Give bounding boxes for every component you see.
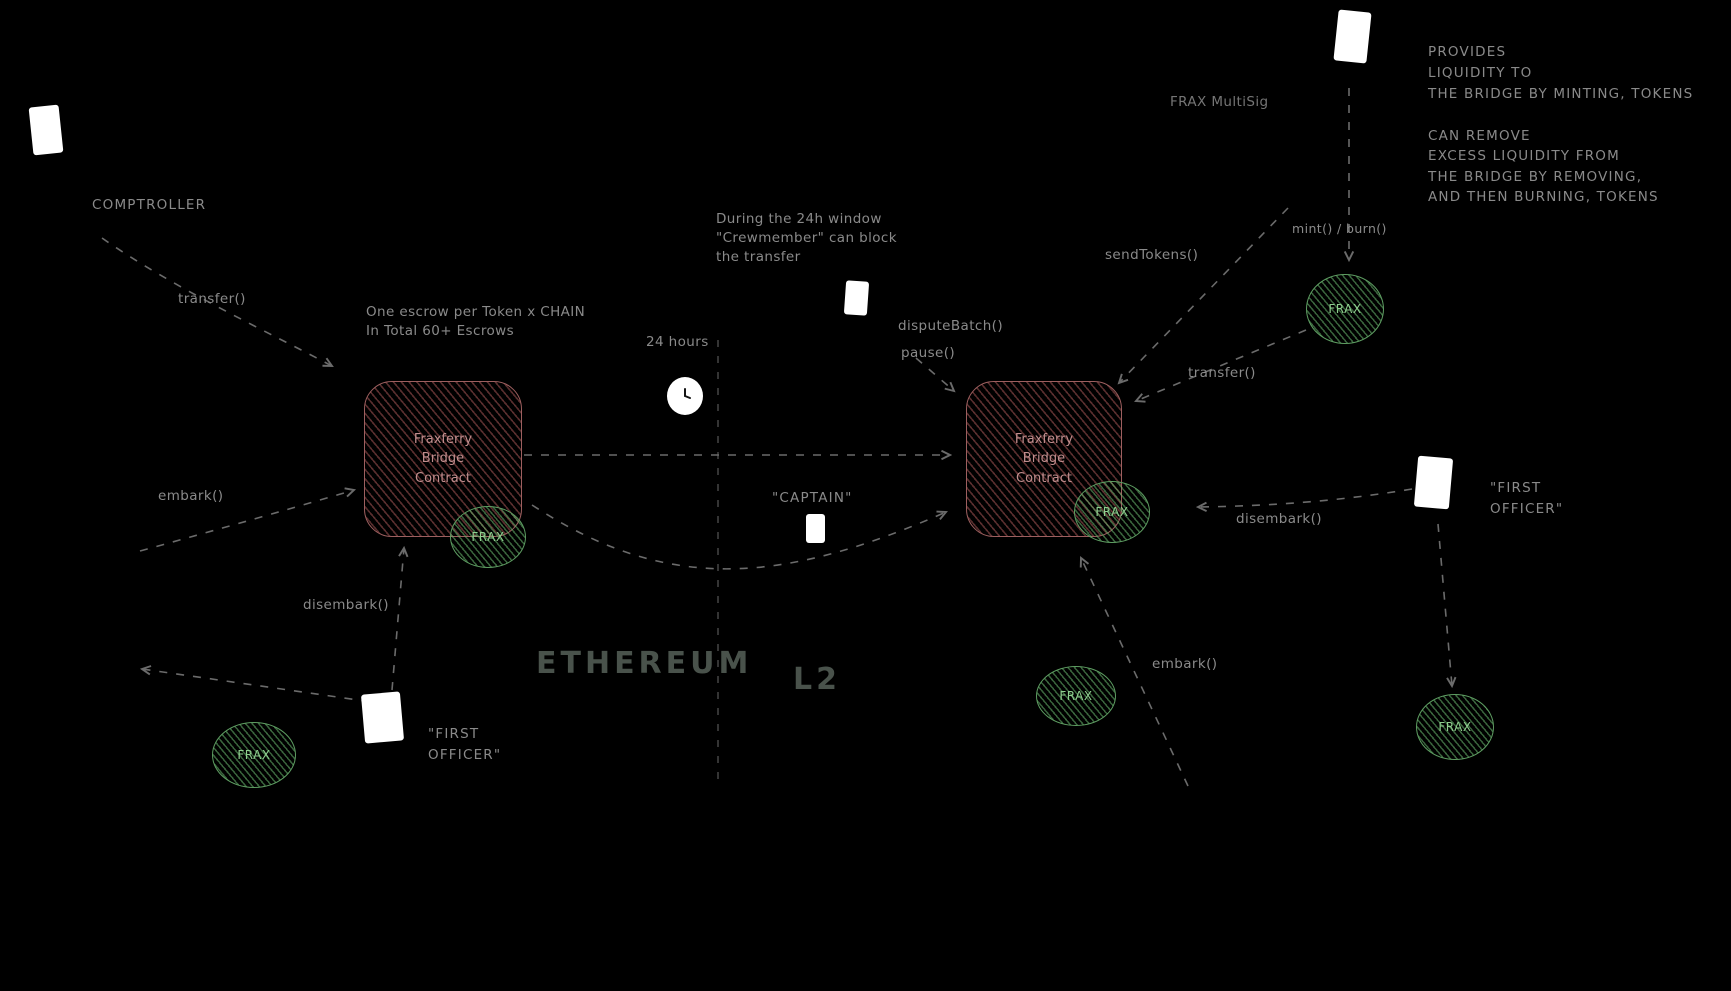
arrow-dispute-batch	[915, 357, 956, 393]
disembark-right-label: disembark()	[1236, 511, 1322, 527]
embark-left-label: embark()	[158, 488, 224, 504]
arrow-disembark-right	[1195, 488, 1413, 513]
clock-hands-icon	[675, 386, 695, 406]
can-remove-note: CAN REMOVE EXCESS LIQUIDITY FROM THE BRI…	[1428, 128, 1659, 205]
token-label: FRAX	[1438, 720, 1472, 734]
frax-multisig-label: FRAX MultiSig	[1170, 94, 1269, 110]
token-label: FRAX	[471, 530, 505, 544]
send-tokens-label: sendTokens()	[1105, 247, 1199, 263]
escrow-note: One escrow per Token x CHAIN In Total 60…	[366, 304, 586, 339]
embark-right-label: embark()	[1152, 656, 1218, 672]
arrow-captain-curve	[531, 504, 948, 570]
disembark-left-label: disembark()	[303, 597, 389, 613]
transfer-right-label: transfer()	[1188, 365, 1256, 381]
comptroller-label: COMPTROLLER	[92, 197, 207, 213]
token-bottom-left: FRAX	[212, 722, 296, 788]
mint-burn-label: mint() / burn()	[1292, 221, 1387, 236]
first-officer-right-person-icon	[1413, 455, 1454, 510]
crewmember-person-icon	[843, 280, 870, 316]
token-label: FRAX	[237, 748, 271, 762]
provides-liquidity-note: PROVIDES LIQUIDITY TO THE BRIDGE BY MINT…	[1428, 44, 1694, 102]
captain-label: "CAPTAIN"	[772, 490, 853, 506]
first-officer-left-person-icon	[360, 691, 405, 744]
pause-label: pause()	[901, 345, 956, 361]
arrow-first-officer-right	[1437, 523, 1457, 689]
clock-icon	[667, 377, 703, 415]
bridge-contract-right-label: Fraxferry Bridge Contract	[1014, 431, 1074, 486]
token-label: FRAX	[1095, 505, 1129, 519]
token-mid-bottom: FRAX	[1036, 666, 1116, 726]
first-officer-right-label: "FIRST OFFICER"	[1490, 480, 1564, 517]
section-ethereum-label: ETHEREUM	[536, 646, 753, 681]
arrow-disembark-left	[391, 545, 409, 691]
token-label: FRAX	[1328, 302, 1362, 316]
token-label: FRAX	[1059, 689, 1093, 703]
token-left-escrow: FRAX	[450, 506, 526, 568]
hours-label: 24 hours	[646, 334, 709, 350]
transfer-left-label: transfer()	[178, 291, 246, 307]
section-l2-label: L2	[793, 662, 841, 697]
comptroller-person-icon	[28, 104, 64, 156]
captain-person-icon	[806, 514, 825, 543]
token-minted: FRAX	[1306, 274, 1384, 344]
token-bottom-right: FRAX	[1416, 694, 1494, 760]
window-note: During the 24h window "Crewmember" can b…	[716, 211, 897, 265]
first-officer-left-label: "FIRST OFFICER"	[428, 726, 502, 763]
multisig-person-icon	[1333, 9, 1372, 64]
arrow-to-bottom-left	[139, 665, 387, 705]
arrow-send-tokens	[1117, 207, 1289, 385]
token-right-bridge: FRAX	[1074, 481, 1150, 543]
dispute-batch-label: disputeBatch()	[898, 318, 1004, 334]
bridge-contract-right: Fraxferry Bridge Contract	[966, 381, 1122, 537]
bridge-contract-left-label: Fraxferry Bridge Contract	[413, 431, 473, 486]
